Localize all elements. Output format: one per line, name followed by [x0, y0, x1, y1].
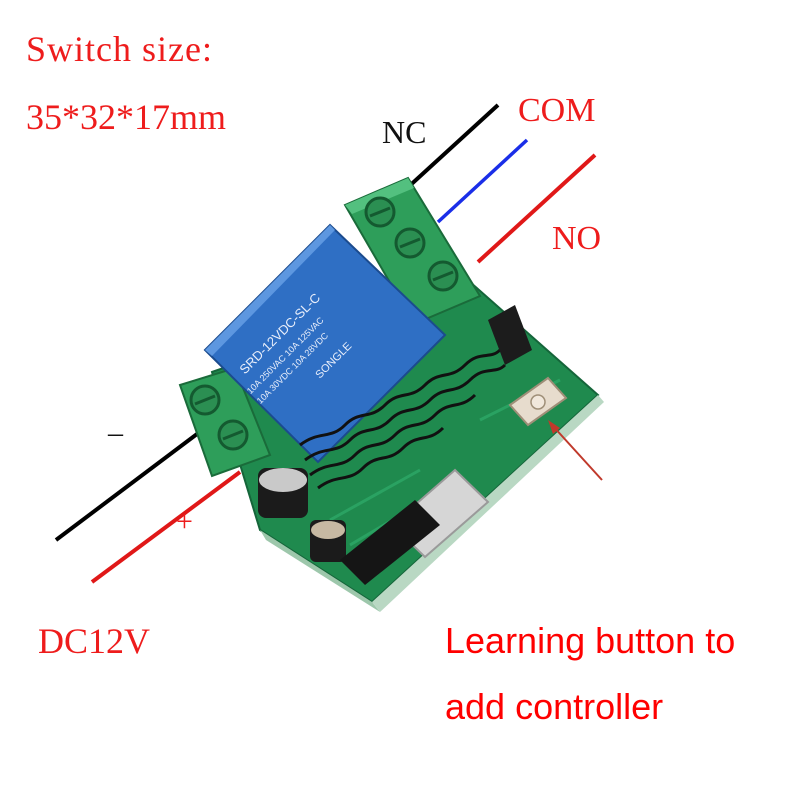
transistor: [488, 305, 532, 365]
minus-wire: [54, 426, 207, 542]
plus-label: +: [176, 505, 193, 538]
pointer-arrow: [548, 420, 603, 481]
dc-voltage-label: DC12V: [38, 621, 151, 661]
com-wire-white: [438, 136, 527, 217]
plus-wire: [90, 470, 242, 584]
relay: SRD-12VDC-SL-C 10A 250VAC 10A 125VAC 10A…: [203, 223, 447, 464]
no-wire: [476, 153, 597, 264]
ic-chip: [340, 500, 440, 585]
minus-label: –: [108, 416, 123, 449]
capacitor-large: [258, 468, 308, 518]
antenna-coil: [299, 348, 507, 490]
capacitor-small: [310, 520, 346, 562]
power-terminal-block: [178, 366, 272, 478]
nc-wire: [403, 103, 500, 192]
learning-button-caption-line1: Learning button to: [445, 620, 736, 661]
learning-button[interactable]: [508, 376, 568, 427]
com-label: COM: [518, 92, 596, 129]
learning-button-caption-line2: add controller: [445, 686, 664, 727]
no-label: NO: [552, 220, 602, 257]
nc-label: NC: [382, 114, 427, 150]
output-terminal-block: [343, 176, 482, 326]
switch-size-value: 35*32*17mm: [26, 97, 227, 137]
switch-size-title: Switch size:: [26, 29, 213, 69]
com-wire: [436, 138, 529, 224]
